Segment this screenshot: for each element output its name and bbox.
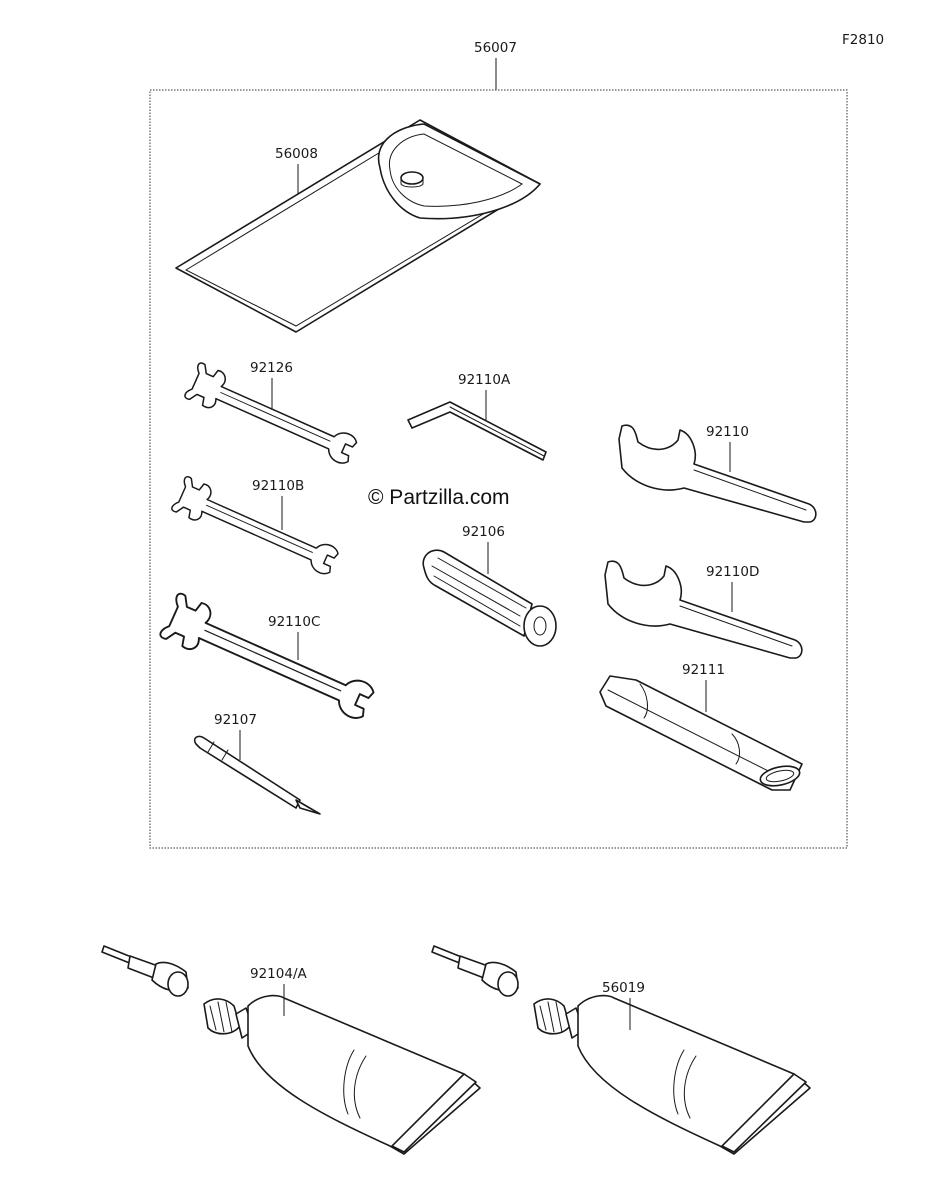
watermark: © Partzilla.com (368, 486, 510, 509)
extension-handle-icon (599, 675, 803, 791)
label-92110: 92110 (706, 424, 749, 440)
label-92110B: 92110B (252, 478, 304, 494)
grease-tube-icon (431, 945, 811, 1155)
hex-key-icon (407, 401, 547, 461)
label-56019: 56019 (602, 980, 645, 996)
screwdriver-grip-icon (422, 549, 557, 647)
label-92111: 92111 (682, 662, 725, 678)
figure-id: F2810 (842, 32, 884, 48)
screwdriver-bit-icon (193, 735, 321, 815)
label-92110D: 92110D (706, 564, 759, 580)
open-end-wrench-icon (158, 591, 380, 727)
label-92110C: 92110C (268, 614, 320, 630)
label-92110A: 92110A (458, 372, 511, 388)
open-end-wrench-icon (183, 361, 362, 470)
tool-pouch-icon (175, 119, 541, 333)
spanner-wrench-icon (604, 560, 803, 659)
label-92106: 92106 (462, 524, 505, 540)
label-92126: 92126 (250, 360, 293, 376)
kit-boundary (149, 89, 848, 849)
label-92104A: 92104/A (250, 966, 307, 982)
label-92107: 92107 (214, 712, 257, 728)
kit-label: 56007 (474, 40, 517, 56)
label-56008: 56008 (275, 146, 318, 162)
